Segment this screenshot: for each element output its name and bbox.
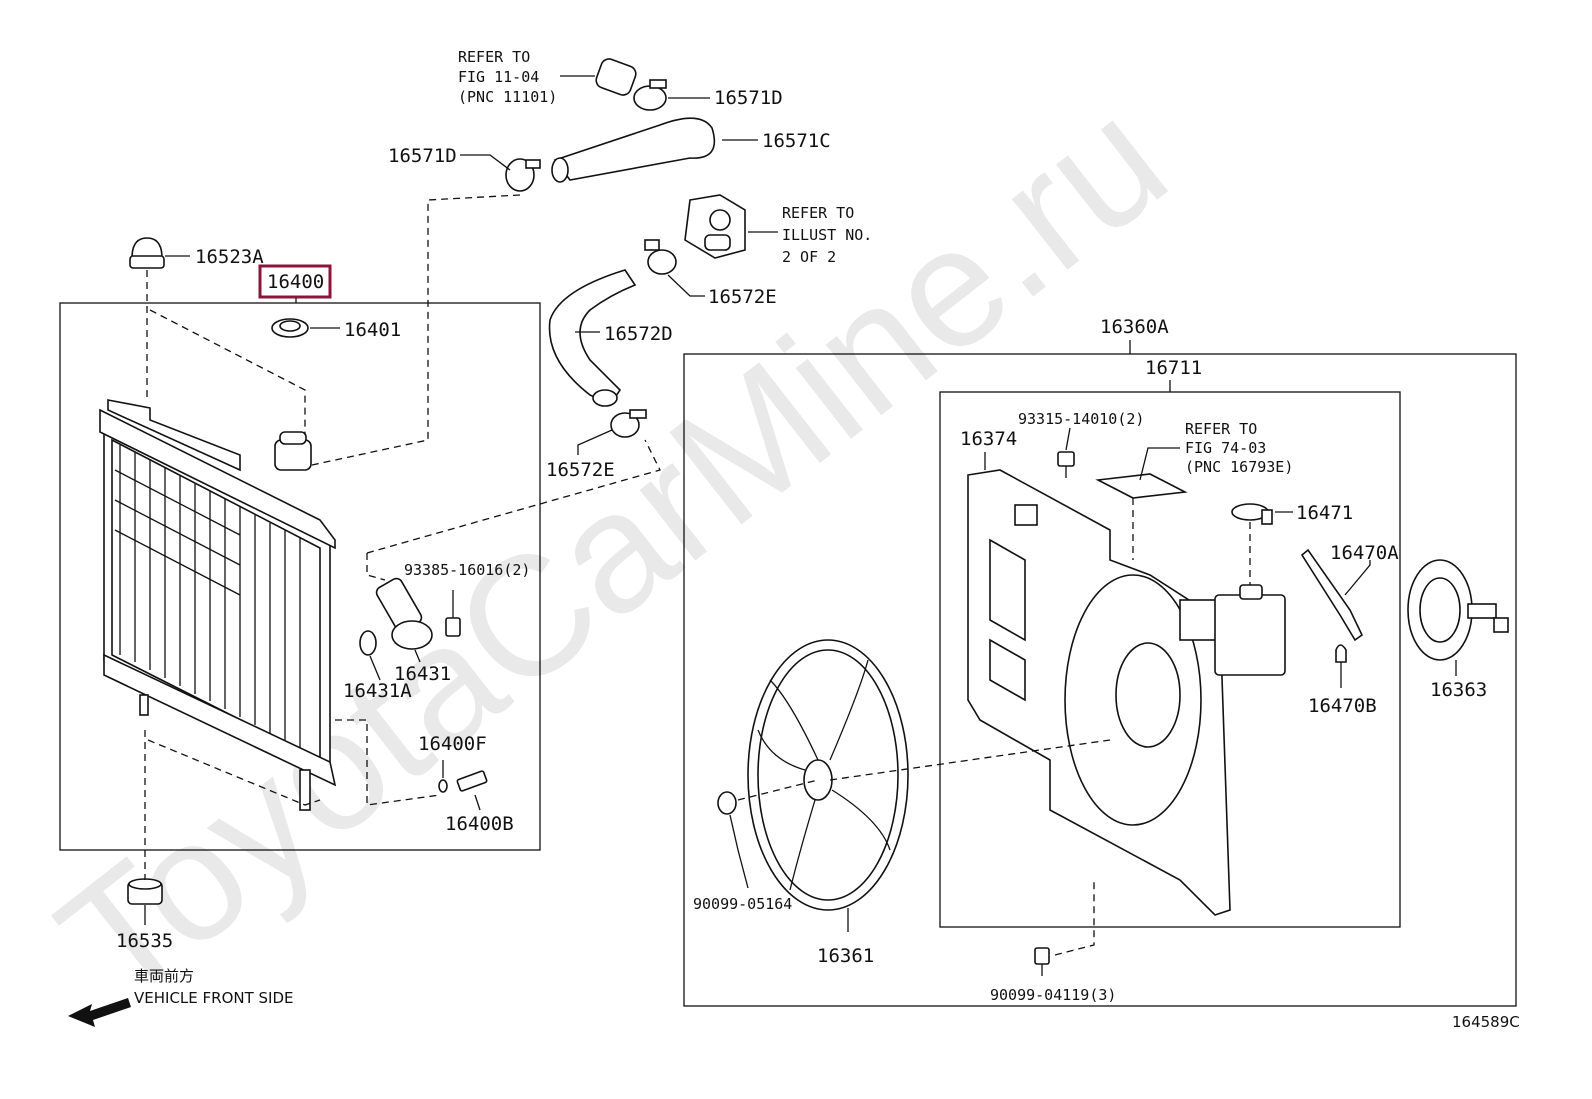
fan-motor-16363[interactable] (1407, 559, 1509, 661)
drain-plug-16400b[interactable] (456, 770, 488, 792)
reserve-hose-16470a[interactable] (1300, 548, 1364, 642)
radiator-cap-16401[interactable] (271, 318, 309, 338)
lower-cushion-16535[interactable] (127, 878, 163, 905)
refer-fig7403-line2: FIG 74-03 (1185, 439, 1266, 457)
label-16401: 16401 (344, 319, 401, 341)
label-90099-04119: 90099-04119(3) (990, 986, 1116, 1004)
label-16360a: 16360A (1100, 316, 1169, 338)
nut-90099-05164[interactable] (717, 791, 737, 815)
radiator-fins (114, 445, 301, 748)
cooling-fan-16361[interactable] (747, 639, 909, 911)
o-ring-16431a[interactable] (359, 630, 377, 656)
refer-fig1104-line2: FIG 11-04 (458, 68, 539, 86)
refer-fig1104-line3: (PNC 11101) (458, 88, 557, 106)
refer-fig7403-line1: REFER TO (1185, 420, 1257, 438)
vehicle-front-arrow-icon (68, 998, 131, 1027)
o-ring-16400f[interactable] (438, 779, 448, 793)
refer-illust2-line1: REFER TO (782, 204, 854, 222)
hose-clamp-16571d-top[interactable] (633, 79, 667, 111)
fan-shroud-16711[interactable] (967, 469, 1231, 916)
reserve-tank (1214, 584, 1286, 676)
upper-hose-16571c[interactable] (551, 117, 716, 183)
label-16571d-top: 16571D (714, 87, 783, 109)
label-16363: 16363 (1430, 679, 1487, 701)
figure-code: 164589C (1452, 1013, 1520, 1031)
fan-assembly-frame (683, 353, 1517, 1007)
engine-outlet-pipe (595, 58, 637, 96)
label-16711: 16711 (1145, 357, 1202, 379)
label-16431a: 16431A (343, 680, 412, 702)
hose-clamp-16572e-right[interactable] (644, 239, 677, 275)
highlight-box-16400 (258, 264, 332, 299)
water-inlet-housing (684, 194, 746, 259)
label-16470a: 16470A (1330, 542, 1399, 564)
label-16471: 16471 (1296, 502, 1353, 524)
radiator-assembly[interactable] (99, 399, 337, 811)
water-outlet-16431[interactable] (374, 576, 433, 650)
hose-clamp-16572e-left[interactable] (610, 409, 647, 438)
label-16400f: 16400F (418, 733, 487, 755)
bolt-90099-04119[interactable] (1034, 947, 1050, 976)
shroud-group-frame (939, 391, 1401, 928)
label-16571c: 16571C (762, 130, 831, 152)
label-16361: 16361 (817, 945, 874, 967)
label-16572e-right: 16572E (708, 286, 777, 308)
label-90099-05164: 90099-05164 (693, 895, 792, 913)
label-16431: 16431 (394, 663, 451, 685)
label-16572e-left: 16572E (546, 459, 615, 481)
refer-illust2-line2: ILLUST NO. (782, 226, 872, 244)
label-16535: 16535 (116, 930, 173, 952)
caution-label (1095, 473, 1188, 499)
direction-jp: 車両前方 (134, 967, 194, 985)
label-16572d: 16572D (604, 323, 673, 345)
radiator-group-frame (59, 302, 541, 851)
label-16374: 16374 (960, 428, 1017, 450)
label-16523a: 16523A (195, 246, 264, 268)
label-16571d-left: 16571D (388, 145, 457, 167)
hose-clamp-16470b[interactable] (1335, 644, 1347, 663)
label-16470b: 16470B (1308, 695, 1377, 717)
refer-fig1104-line1: REFER TO (458, 48, 530, 66)
label-16400b: 16400B (445, 813, 514, 835)
bolt-93315[interactable] (1057, 451, 1075, 478)
reserve-tank-cap-16471[interactable] (1231, 503, 1273, 525)
upper-cushion-16523a[interactable] (129, 237, 165, 269)
label-93385: 93385-16016(2) (404, 561, 530, 579)
refer-illust2-line3: 2 OF 2 (782, 248, 836, 266)
lower-hose-16572d[interactable] (548, 269, 637, 407)
label-16400[interactable]: 16400 (267, 271, 324, 293)
hose-clamp-16571d-left[interactable] (505, 158, 541, 192)
refer-fig7403-line3: (PNC 16793E) (1185, 458, 1293, 476)
label-93315: 93315-14010(2) (1018, 410, 1144, 428)
bolt-93385[interactable] (445, 590, 461, 637)
direction-en: VEHICLE FRONT SIDE (134, 989, 294, 1007)
